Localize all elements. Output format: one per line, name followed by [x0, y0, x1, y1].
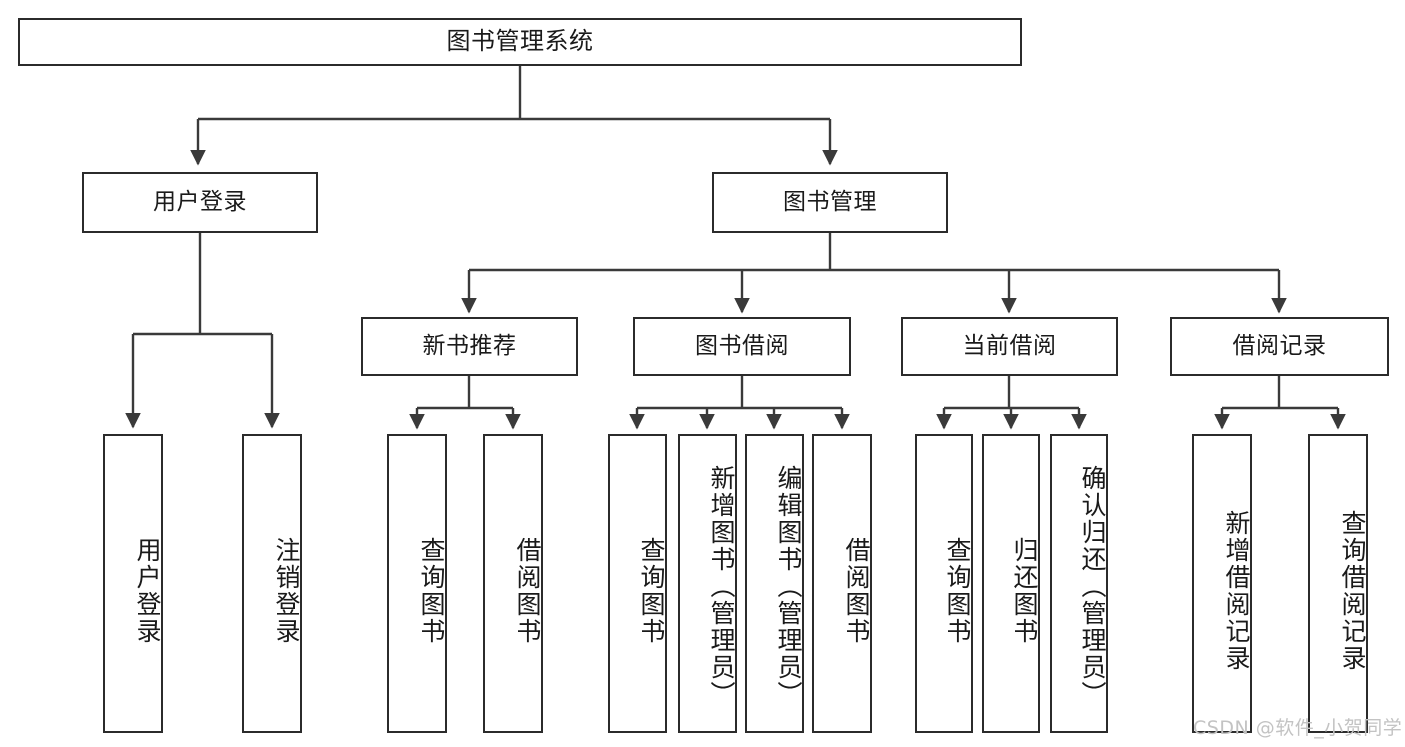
- node-root[interactable]: 图书管理系统: [18, 18, 1022, 66]
- node-new-book-recommend-label: 新书推荐: [422, 333, 517, 360]
- node-leaf-query-book-1[interactable]: 查询图书: [387, 434, 447, 733]
- node-leaf-query-book-3-label: 查询图书: [943, 536, 972, 645]
- node-current-borrow-label: 当前借阅: [962, 333, 1057, 360]
- node-leaf-query-book-1-label: 查询图书: [417, 536, 446, 645]
- node-leaf-borrow-book-2-label: 借阅图书: [842, 536, 871, 645]
- node-leaf-query-book-2-label: 查询图书: [637, 536, 666, 645]
- node-leaf-add-book-label: 新增图书（管理员）: [707, 465, 736, 708]
- node-book-manage[interactable]: 图书管理: [712, 172, 948, 233]
- node-leaf-borrow-book-2[interactable]: 借阅图书: [812, 434, 872, 733]
- node-leaf-edit-book-label: 编辑图书（管理员）: [774, 465, 803, 708]
- node-leaf-query-record[interactable]: 查询借阅记录: [1308, 434, 1368, 733]
- node-leaf-return-book[interactable]: 归还图书: [982, 434, 1040, 733]
- node-leaf-borrow-book-1-label: 借阅图书: [513, 536, 542, 645]
- node-leaf-logout[interactable]: 注销登录: [242, 434, 302, 733]
- node-leaf-add-record[interactable]: 新增借阅记录: [1192, 434, 1252, 733]
- node-leaf-borrow-book-1[interactable]: 借阅图书: [483, 434, 543, 733]
- node-user-login-label: 用户登录: [153, 189, 247, 216]
- csdn-watermark: CSDN @软件_小贺同学: [1193, 717, 1403, 739]
- node-borrow-record-label: 借阅记录: [1232, 333, 1327, 360]
- node-leaf-confirm-return[interactable]: 确认归还（管理员）: [1050, 434, 1108, 733]
- node-user-login[interactable]: 用户登录: [82, 172, 318, 233]
- node-leaf-user-login[interactable]: 用户登录: [103, 434, 163, 733]
- node-leaf-query-book-3[interactable]: 查询图书: [915, 434, 973, 733]
- node-leaf-query-book-2[interactable]: 查询图书: [608, 434, 667, 733]
- node-book-manage-label: 图书管理: [783, 189, 877, 216]
- node-new-book-recommend[interactable]: 新书推荐: [361, 317, 578, 376]
- node-current-borrow[interactable]: 当前借阅: [901, 317, 1118, 376]
- node-book-borrow-label: 图书借阅: [695, 333, 789, 360]
- node-borrow-record[interactable]: 借阅记录: [1170, 317, 1389, 376]
- node-leaf-add-book[interactable]: 新增图书（管理员）: [678, 434, 737, 733]
- node-leaf-edit-book[interactable]: 编辑图书（管理员）: [745, 434, 804, 733]
- node-leaf-return-book-label: 归还图书: [1010, 536, 1039, 645]
- node-book-borrow[interactable]: 图书借阅: [633, 317, 851, 376]
- node-leaf-add-record-label: 新增借阅记录: [1222, 509, 1251, 672]
- node-leaf-user-login-label: 用户登录: [133, 536, 162, 645]
- node-root-label: 图书管理系统: [446, 27, 594, 56]
- node-leaf-query-record-label: 查询借阅记录: [1338, 509, 1367, 672]
- node-leaf-confirm-return-label: 确认归还（管理员）: [1078, 465, 1107, 708]
- node-leaf-logout-label: 注销登录: [272, 536, 301, 645]
